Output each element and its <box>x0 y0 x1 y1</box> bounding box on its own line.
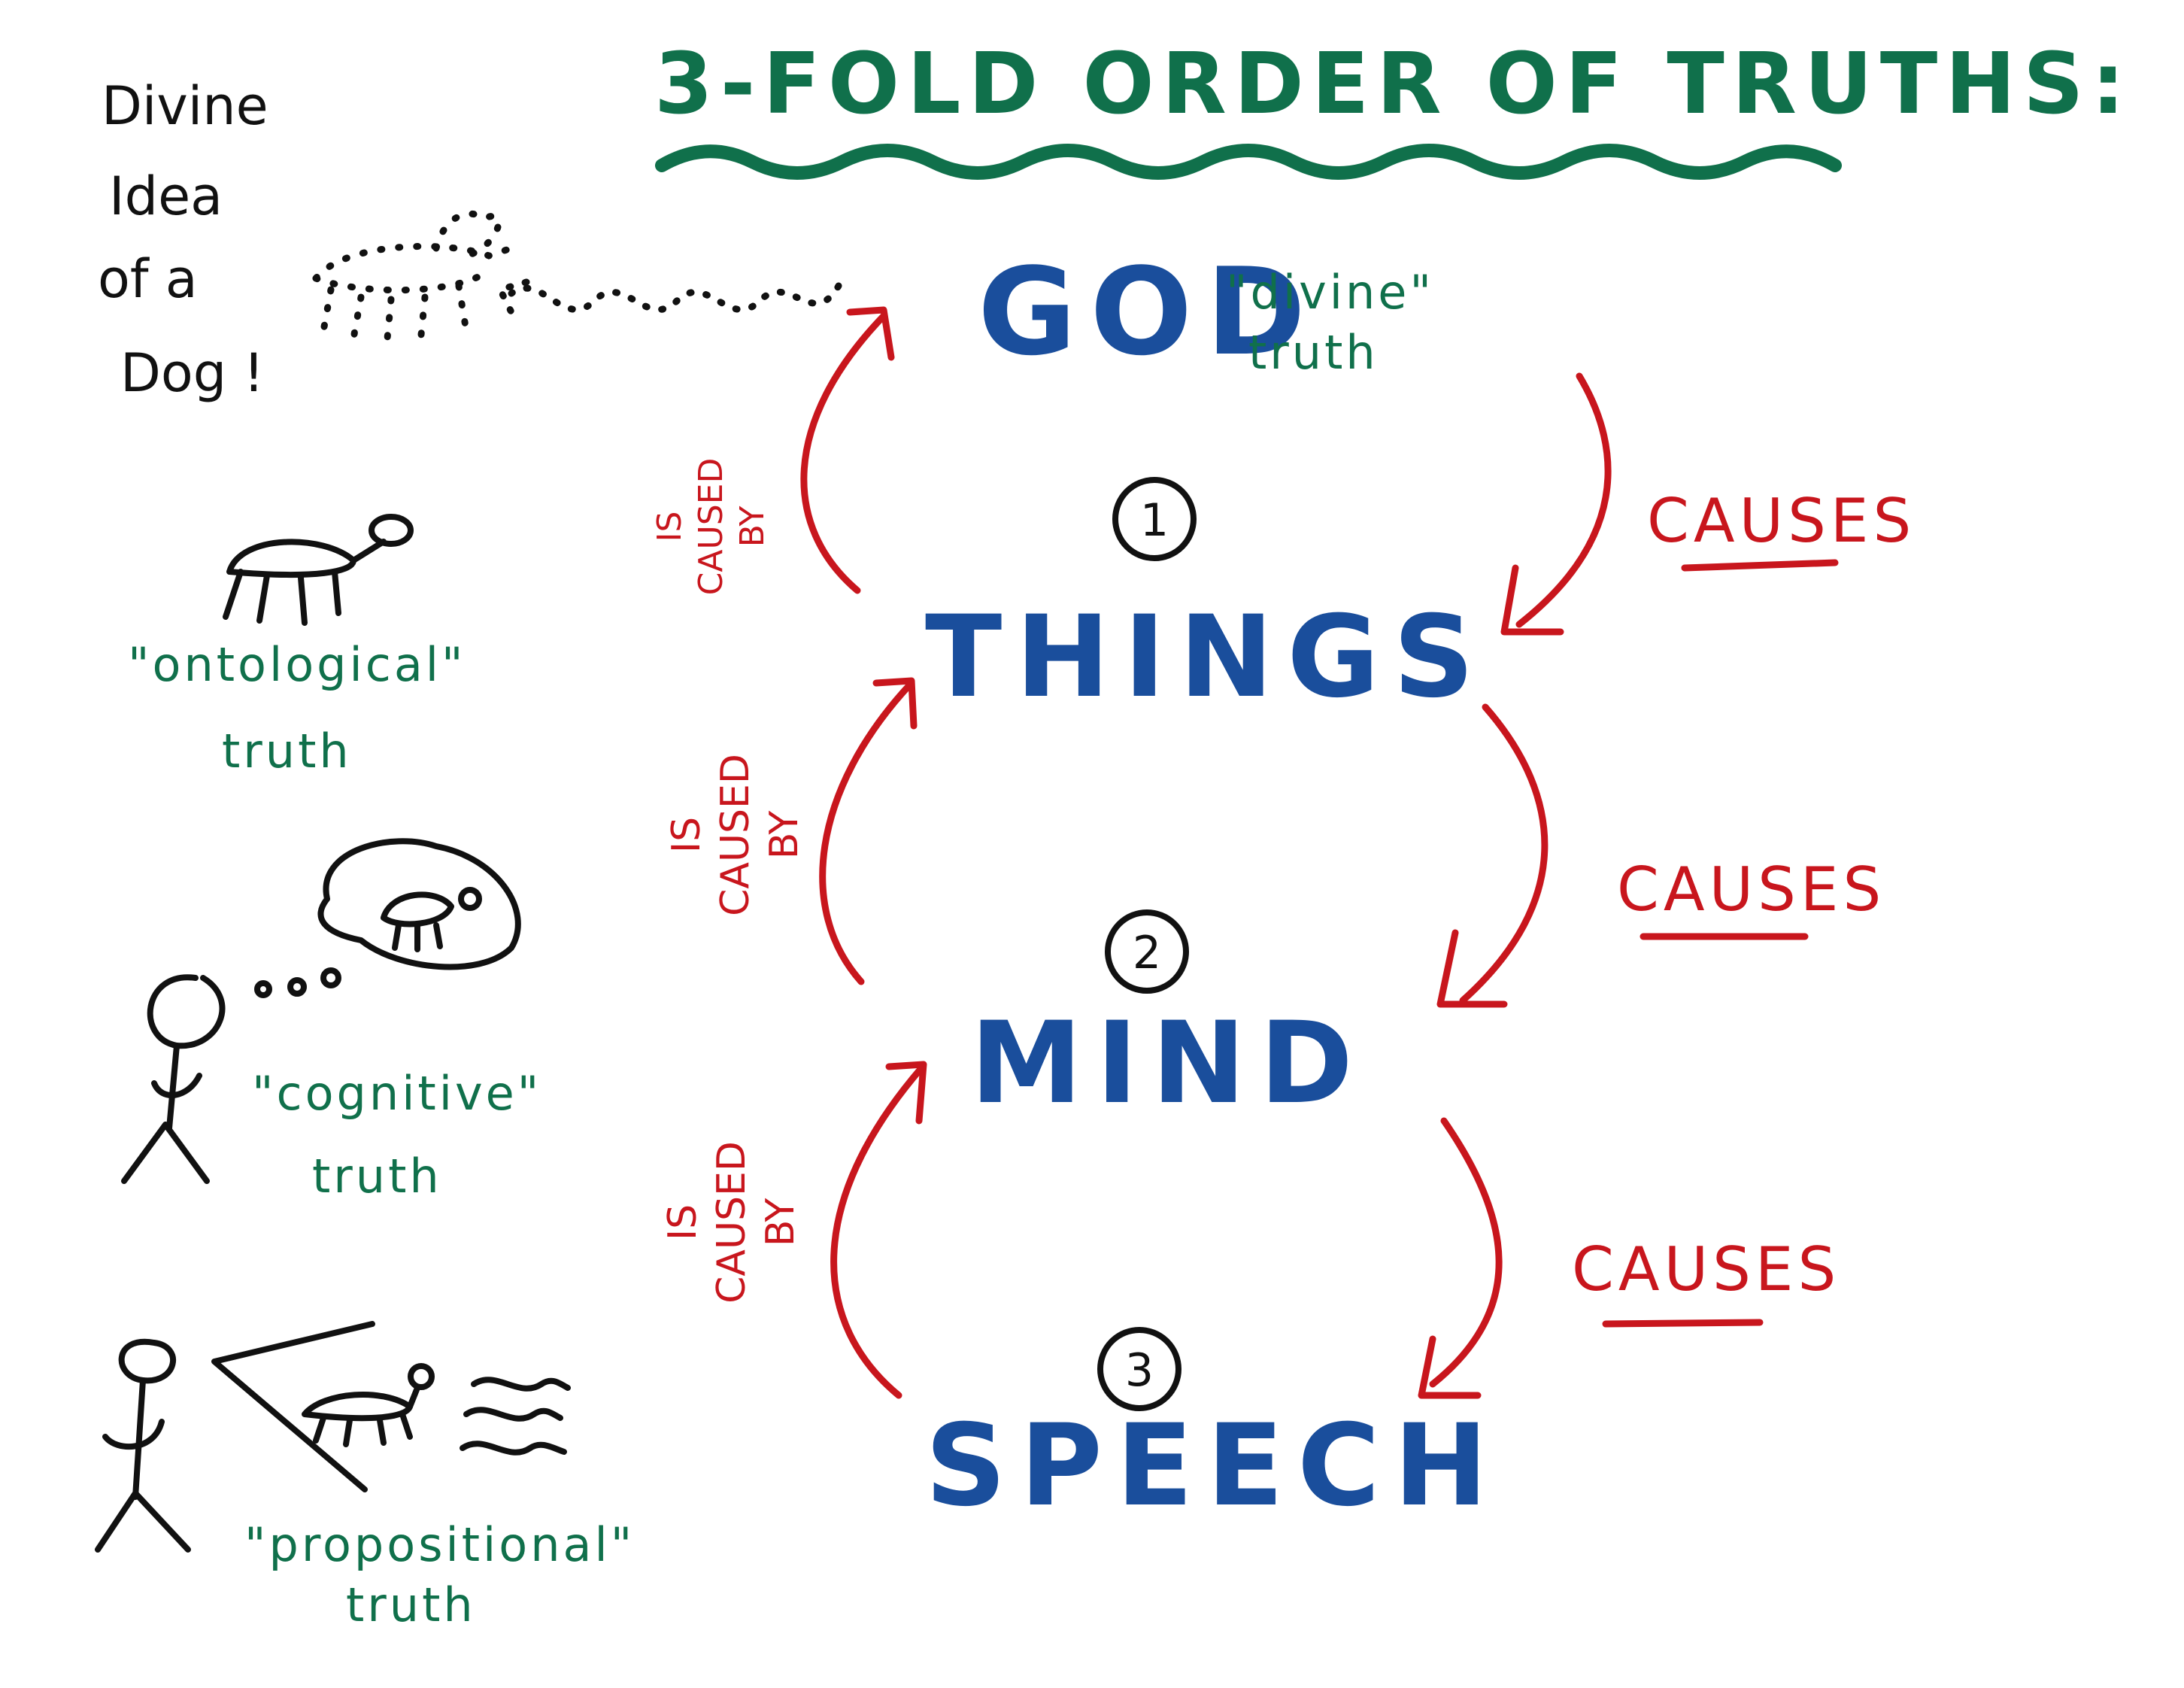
svg-text:CAUSED: CAUSED <box>713 754 758 916</box>
causes-label-2: CAUSES <box>1617 855 1885 924</box>
thinking-person-icon <box>121 974 226 1184</box>
caused-by-arrow-1 <box>800 306 895 594</box>
level-speech: SPEECH <box>925 1401 1502 1532</box>
divine-truth-word: truth <box>1248 325 1379 380</box>
svg-text:BY: BY <box>733 506 772 548</box>
speaking-person-icon <box>95 1338 191 1553</box>
ontological-truth-quote: "ontological" <box>128 637 466 692</box>
divine-idea-line4: Dog ! <box>120 342 264 404</box>
svg-text:IS: IS <box>660 1204 705 1240</box>
causes-arrow-1 <box>1500 372 1612 636</box>
causes-arrow-3 <box>1418 1117 1503 1399</box>
dotted-dog-icon <box>312 210 515 342</box>
causes-underline-3 <box>1602 1319 1764 1328</box>
number-badge-1: 1 <box>1112 477 1197 561</box>
causes-underline-1 <box>1681 559 1839 572</box>
divine-truth-quote: "divine" <box>1226 265 1434 320</box>
speech-cone-icon <box>211 1321 375 1492</box>
caused-by-label-2: IS CAUSED BY <box>664 754 807 916</box>
sound-waves-icon <box>460 1377 571 1456</box>
causes-label-3: CAUSES <box>1572 1234 1840 1304</box>
causes-label-1: CAUSES <box>1647 486 1916 556</box>
propositional-truth-word: truth <box>346 1577 476 1632</box>
level-things: THINGS <box>925 592 1488 723</box>
caused-by-label-3: IS CAUSED BY <box>660 1141 803 1304</box>
caused-by-arrow-2 <box>819 677 918 985</box>
causes-arrow-2 <box>1436 703 1549 1008</box>
diagram-title: 3-FOLD ORDER OF TRUTHS: <box>654 35 2133 133</box>
number-badge-2: 2 <box>1105 909 1189 994</box>
dotted-link-icon <box>495 278 842 316</box>
svg-text:2: 2 <box>1133 927 1161 979</box>
caused-by-arrow-3 <box>830 1061 927 1399</box>
cognitive-truth-word: truth <box>312 1149 442 1204</box>
level-god: GOD <box>978 241 1319 382</box>
svg-text:1: 1 <box>1140 494 1169 547</box>
number-badge-3: 3 <box>1097 1327 1181 1411</box>
ontological-truth-word: truth <box>222 724 352 779</box>
title-underline <box>655 144 1842 180</box>
svg-text:3: 3 <box>1125 1344 1154 1397</box>
svg-text:BY: BY <box>762 810 807 859</box>
propositional-truth-quote: "propositional" <box>244 1517 635 1572</box>
svg-text:BY: BY <box>758 1198 803 1246</box>
divine-idea-line2: Idea <box>109 165 223 227</box>
divine-idea-line3: of a <box>98 248 198 310</box>
svg-text:CAUSED: CAUSED <box>709 1141 754 1304</box>
svg-text:IS: IS <box>651 512 689 542</box>
thought-bubble-icon <box>254 838 521 998</box>
level-mind: MIND <box>970 998 1367 1129</box>
spoken-dog-icon <box>302 1363 435 1447</box>
cognitive-truth-quote: "cognitive" <box>252 1066 541 1121</box>
divine-idea-line1: Divine <box>102 75 268 137</box>
svg-text:CAUSED: CAUSED <box>692 458 730 596</box>
dog-sketch-icon <box>223 514 414 626</box>
svg-text:IS: IS <box>664 817 709 853</box>
caused-by-label-1: IS CAUSED BY <box>651 458 772 596</box>
